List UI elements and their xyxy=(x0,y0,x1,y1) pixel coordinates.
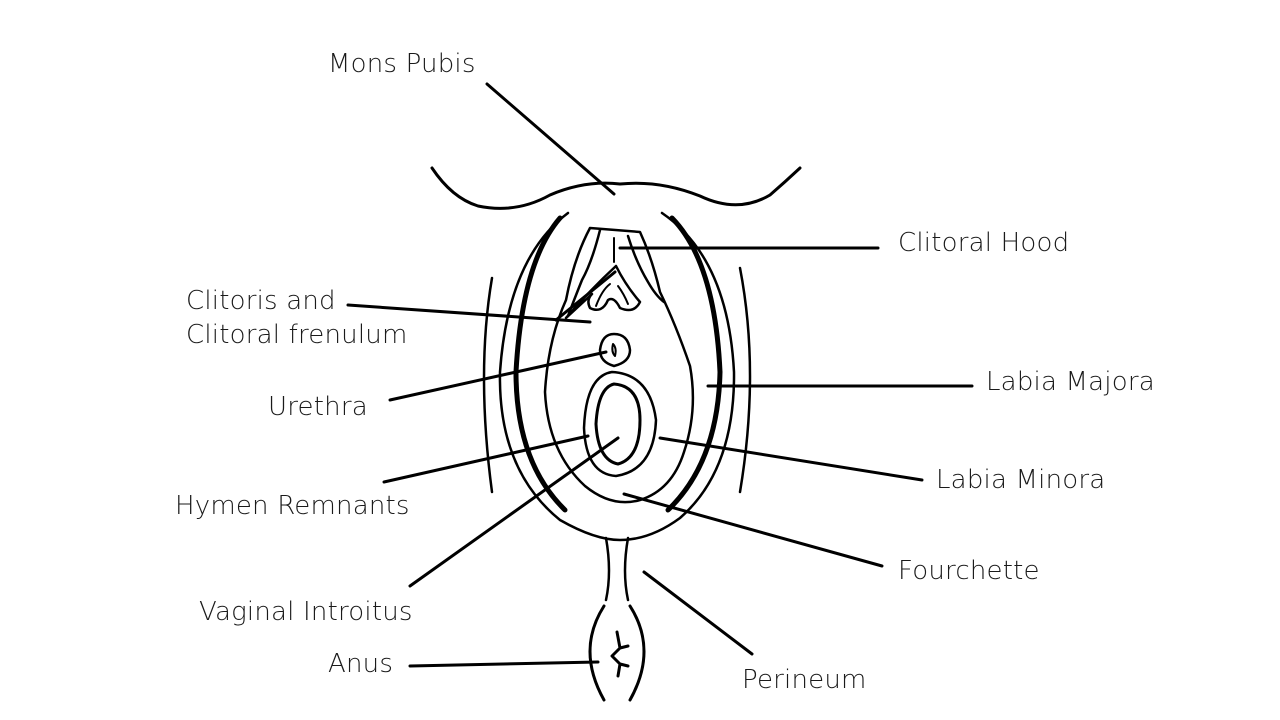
anus-outline-left xyxy=(590,606,604,700)
label-fourchette: Fourchette xyxy=(898,556,1040,586)
leader-urethra xyxy=(390,352,606,400)
labels: Mons Pubis Clitoral Hood Clitoris and Cl… xyxy=(175,49,1155,695)
label-vaginal-introitus: Vaginal Introitus xyxy=(199,597,413,627)
leader-mons-pubis xyxy=(487,84,614,194)
leader-lines xyxy=(348,84,972,666)
leader-clitoris-b xyxy=(556,272,615,320)
label-urethra: Urethra xyxy=(268,392,368,422)
label-clitoris-line2: Clitoral frenulum xyxy=(186,320,407,350)
clitoral-frenulum-right xyxy=(618,286,628,304)
mons-pubis-contour xyxy=(432,168,800,208)
vaginal-introitus-opening xyxy=(596,384,640,464)
urethral-opening xyxy=(612,344,615,356)
label-clitoral-hood: Clitoral Hood xyxy=(898,228,1069,258)
anus-center xyxy=(612,632,628,676)
label-hymen-remnants: Hymen Remnants xyxy=(175,491,410,521)
label-labia-minora: Labia Minora xyxy=(936,465,1105,495)
anus-outline-right xyxy=(630,606,644,700)
outer-skin-fold-right xyxy=(740,268,750,492)
perineum-line-right xyxy=(625,538,628,600)
label-labia-majora: Labia Majora xyxy=(986,367,1155,397)
leader-labia-minora xyxy=(660,438,922,480)
leader-perineum xyxy=(644,572,752,654)
label-mons-pubis: Mons Pubis xyxy=(328,49,476,79)
perineum-line-left xyxy=(606,538,609,600)
label-clitoris-line1: Clitoris and xyxy=(186,286,336,316)
leader-anus xyxy=(410,662,598,666)
label-anus: Anus xyxy=(328,649,393,679)
label-perineum: Perineum xyxy=(742,665,867,695)
labia-majora-inner-right xyxy=(668,218,720,510)
